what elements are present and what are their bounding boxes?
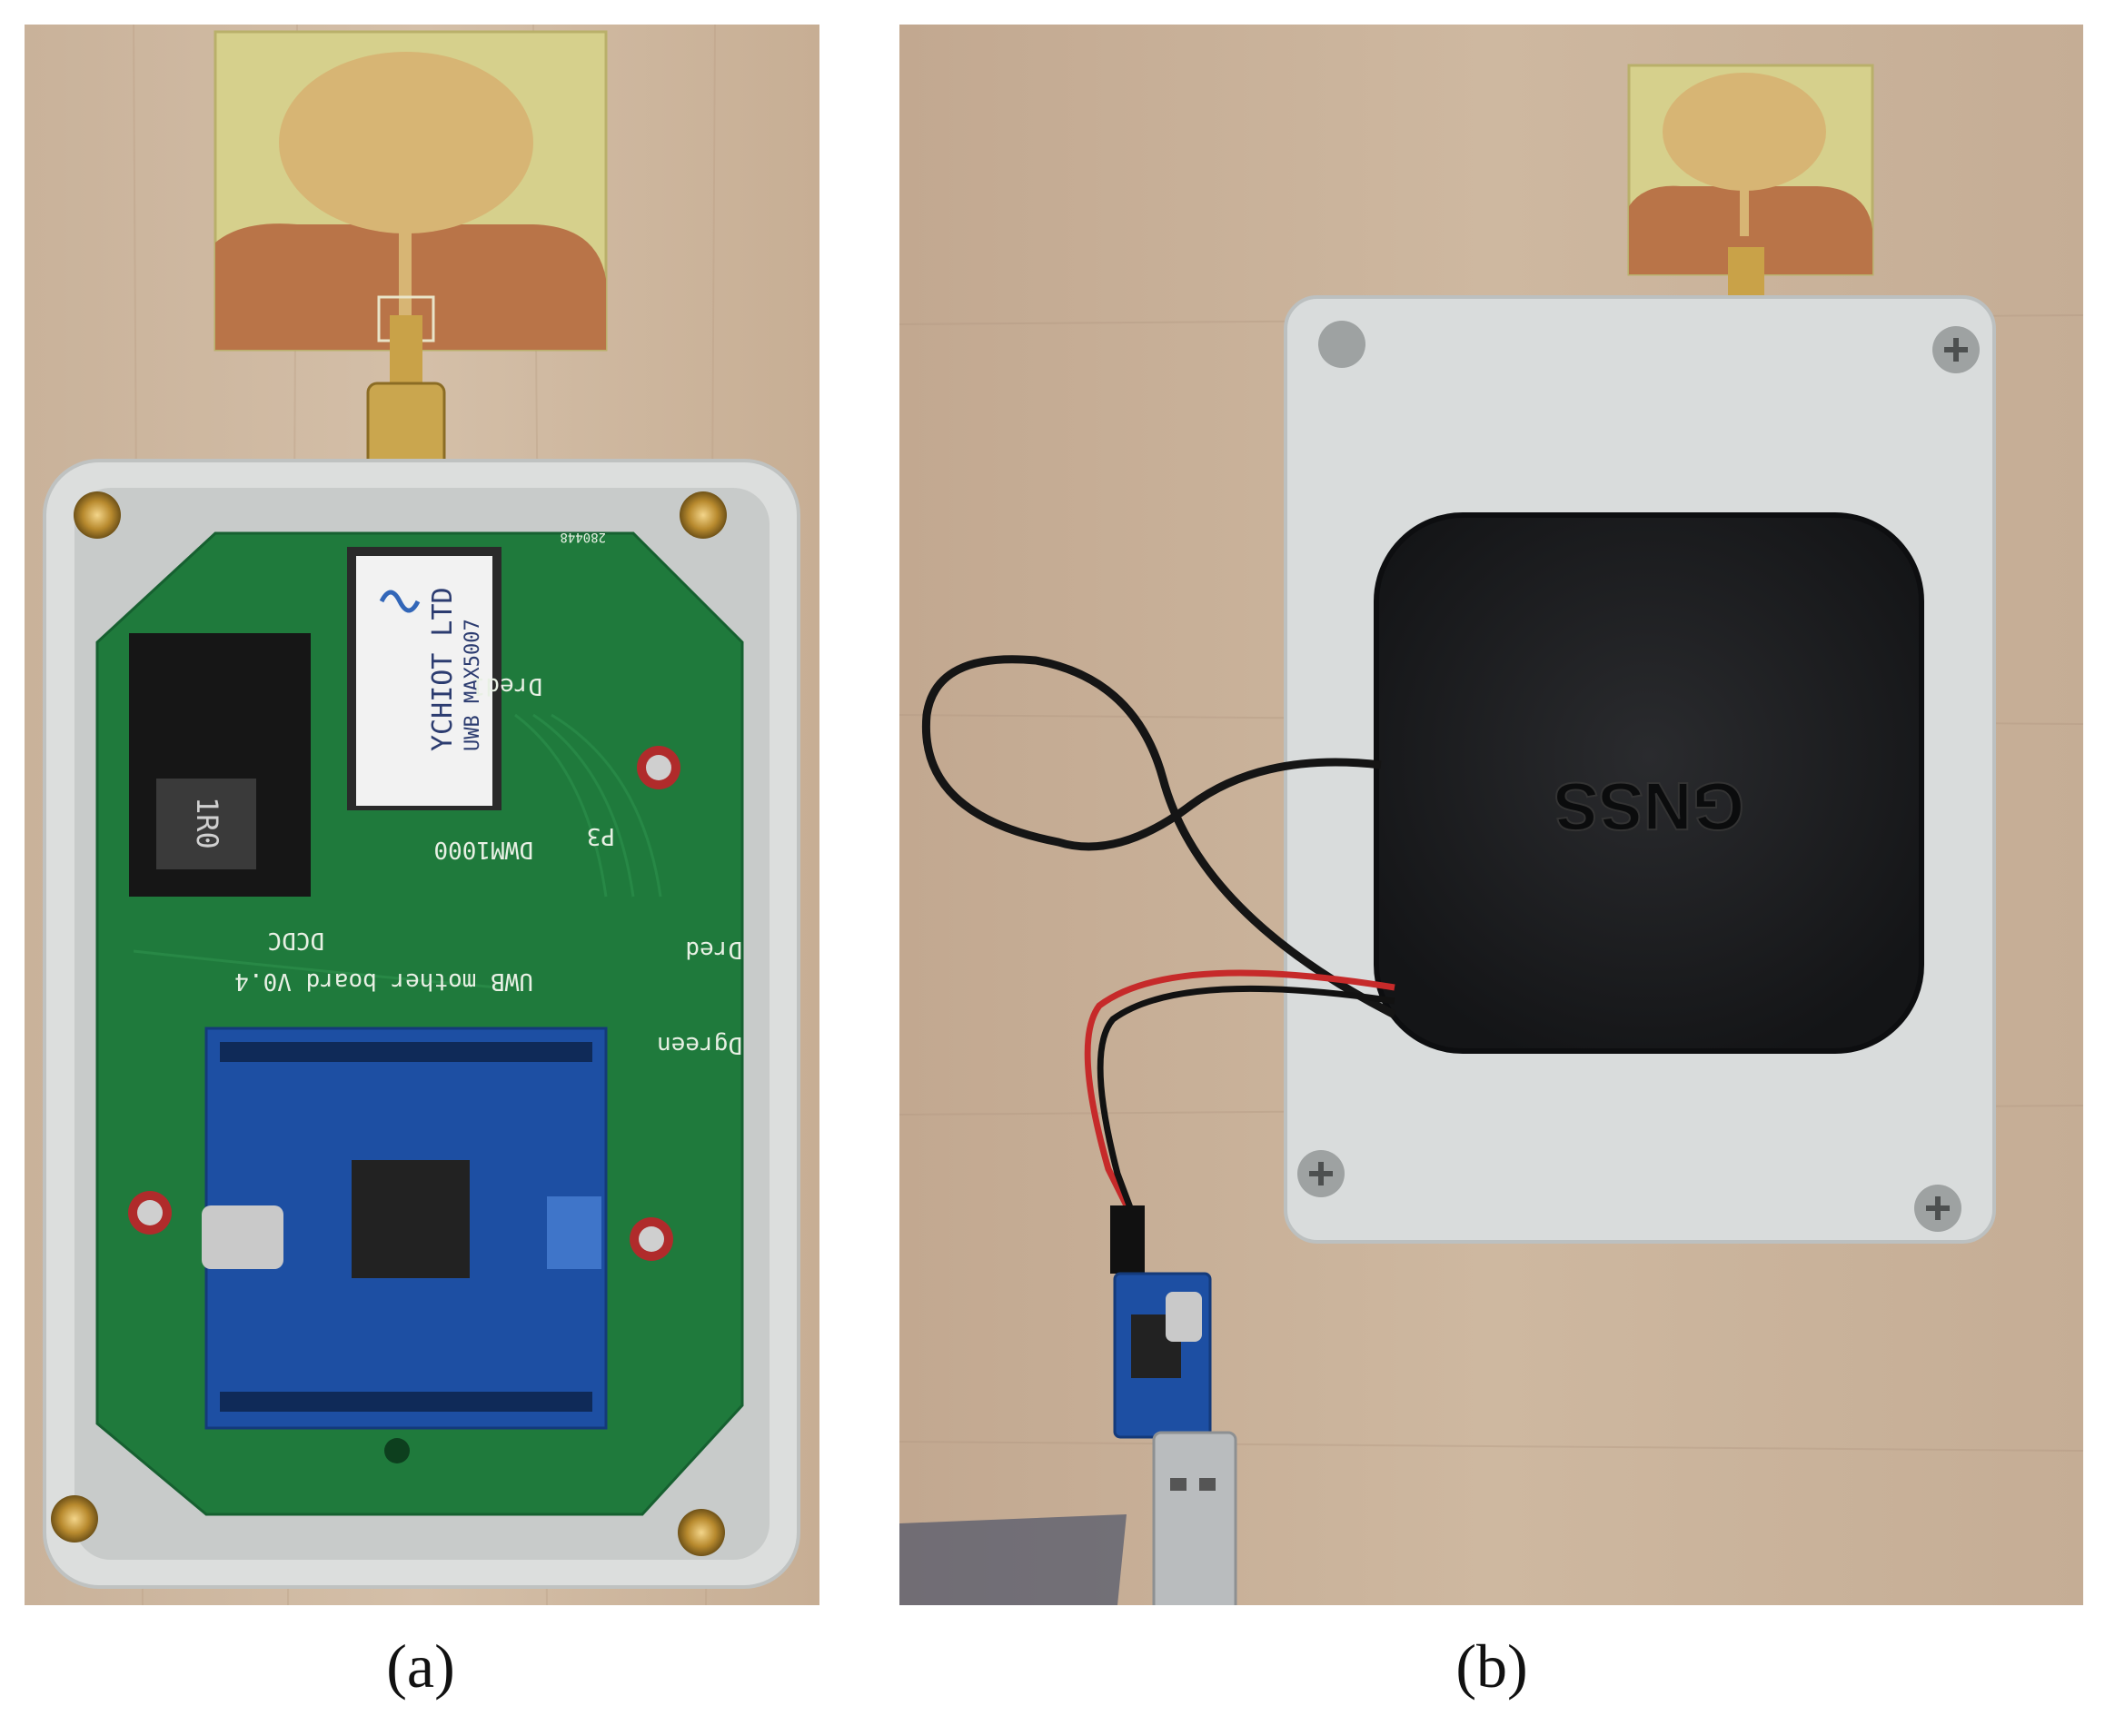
dcdc-module: 1R0 <box>129 633 311 897</box>
silk-board-name: UWB mother board V0.4 <box>234 967 533 995</box>
caption-a: (a) <box>386 1632 455 1701</box>
module-label-line1: YCHIOT LTD <box>427 587 459 751</box>
silk-dgreen: Dgreen <box>657 1031 742 1058</box>
cables <box>921 655 1397 1212</box>
silk-p3: P3 <box>587 822 615 849</box>
uwb-pcb-antenna <box>213 30 608 352</box>
photo-panel-a: YCHIOT LTD UWB MAX5007 1R0 <box>25 25 819 1605</box>
gnss-label: GNSS <box>1554 769 1744 844</box>
photo-panel-b: GNSS <box>899 25 2083 1605</box>
usb-serial-adapter <box>1110 1205 1237 1605</box>
silkscreen-labels: Dred1 P3 DWM1000 280448 Dred Dgreen UWB … <box>234 530 742 1058</box>
caption-b: (b) <box>1455 1632 1528 1701</box>
silk-dwm: DWM1000 <box>433 836 533 863</box>
mcu-board <box>202 1027 608 1430</box>
uwb-module: YCHIOT LTD UWB MAX5007 <box>347 547 501 810</box>
uwb-pcb-antenna <box>1627 64 1874 333</box>
gnss-antenna: GNSS <box>1374 512 1924 1054</box>
silk-serial: 280448 <box>560 530 606 544</box>
silk-dred1: Dred1 <box>472 672 542 699</box>
uwb-node-photo: YCHIOT LTD UWB MAX5007 1R0 <box>25 25 819 1605</box>
silk-dcdc: DCDC <box>267 927 324 954</box>
silk-dred: Dred <box>685 936 742 963</box>
gnss-node-photo: GNSS <box>899 25 2083 1605</box>
inductor-label: 1R0 <box>190 797 224 849</box>
module-label-line2: UWB MAX5007 <box>462 619 484 751</box>
